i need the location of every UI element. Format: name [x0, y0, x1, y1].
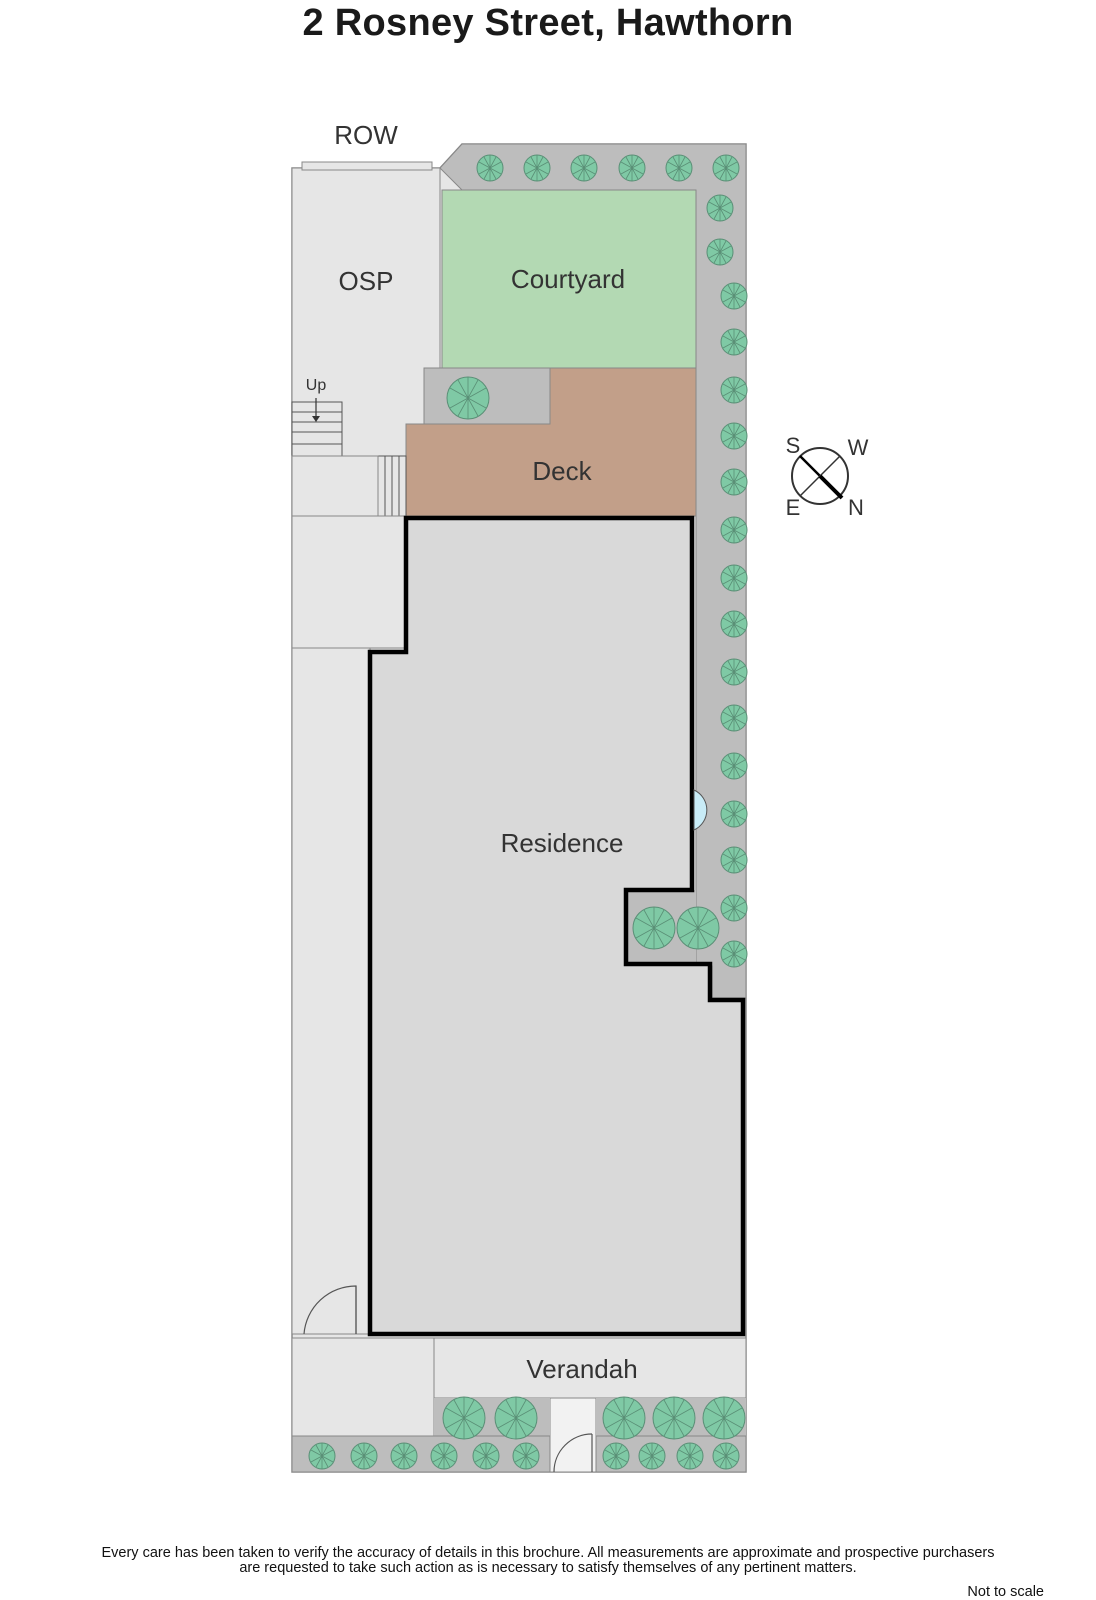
planter-box [423, 367, 551, 425]
deck-label: Deck [532, 456, 592, 486]
stairs-up-label: Up [306, 377, 327, 394]
disclaimer-line-2: are requested to take such action as is … [239, 1560, 857, 1576]
row-label: ROW [334, 120, 398, 150]
window-bay [693, 789, 708, 831]
courtyard-area [441, 189, 697, 369]
compass-n-label: N [848, 495, 864, 520]
stairs-up [291, 398, 343, 457]
not-to-scale-note: Not to scale [967, 1584, 1044, 1600]
disclaimer-line-1: Every care has been taken to verify the … [101, 1545, 995, 1561]
front-path [291, 1337, 597, 1473]
deck-steps [377, 455, 407, 517]
disclaimer: Every care has been taken to verify the … [0, 1546, 1096, 1576]
side-gate [303, 1285, 357, 1335]
side-passage [291, 455, 407, 1335]
verandah-label: Verandah [526, 1354, 637, 1384]
front-gate [553, 1433, 593, 1473]
courtyard-label: Courtyard [511, 264, 625, 294]
compass-rose [791, 447, 849, 505]
residence-building [367, 515, 746, 1337]
residence-label: Residence [501, 828, 624, 858]
compass-w-label: W [848, 435, 869, 460]
plan-title: 2 Rosney Street, Hawthorn [302, 2, 794, 44]
compass-e-label: E [786, 495, 801, 520]
verandah-area [403, 1337, 747, 1399]
compass-s-label: S [786, 433, 801, 458]
osp-label: OSP [339, 266, 394, 296]
